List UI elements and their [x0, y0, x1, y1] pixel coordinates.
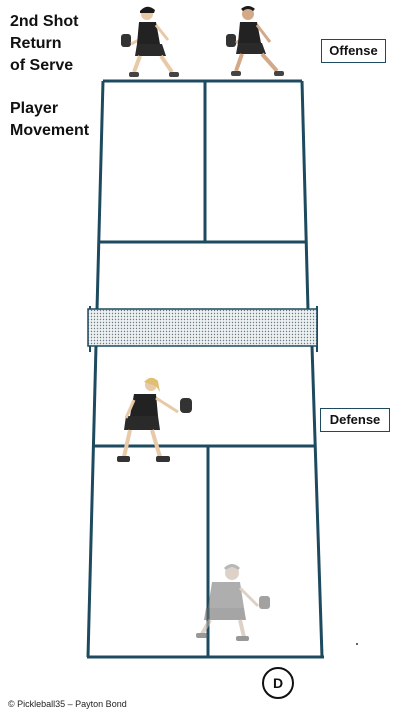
- defense-player-forward: [117, 377, 192, 462]
- offense-label: Offense: [321, 39, 386, 63]
- far-court: [95, 79, 310, 311]
- ball-dot: [356, 643, 358, 645]
- offense-player-left: [121, 6, 179, 77]
- defense-player-baseline: [196, 564, 270, 641]
- paddle-icon: [121, 34, 131, 47]
- net: [87, 306, 318, 352]
- player-marker-d: D: [262, 667, 294, 699]
- title-line-5: Player: [10, 100, 59, 117]
- far-right-sideline: [300, 80, 310, 311]
- title-line-6: Movement: [10, 122, 90, 139]
- title-line-1: 2nd Shot: [10, 13, 79, 30]
- offense-player-right: [226, 6, 284, 76]
- near-court: [86, 345, 324, 659]
- near-left-sideline: [86, 345, 98, 658]
- paddle-icon: [259, 596, 270, 609]
- net-mesh: [87, 308, 318, 347]
- near-right-sideline: [310, 345, 324, 658]
- title-line-2: Return: [10, 35, 62, 52]
- paddle-icon: [180, 398, 192, 413]
- far-left-sideline: [95, 80, 105, 311]
- defense-label: Defense: [320, 408, 390, 432]
- copyright-footer: © Pickleball35 – Payton Bond: [8, 699, 127, 709]
- paddle-icon: [226, 34, 236, 47]
- title-line-3: of Serve: [10, 57, 74, 74]
